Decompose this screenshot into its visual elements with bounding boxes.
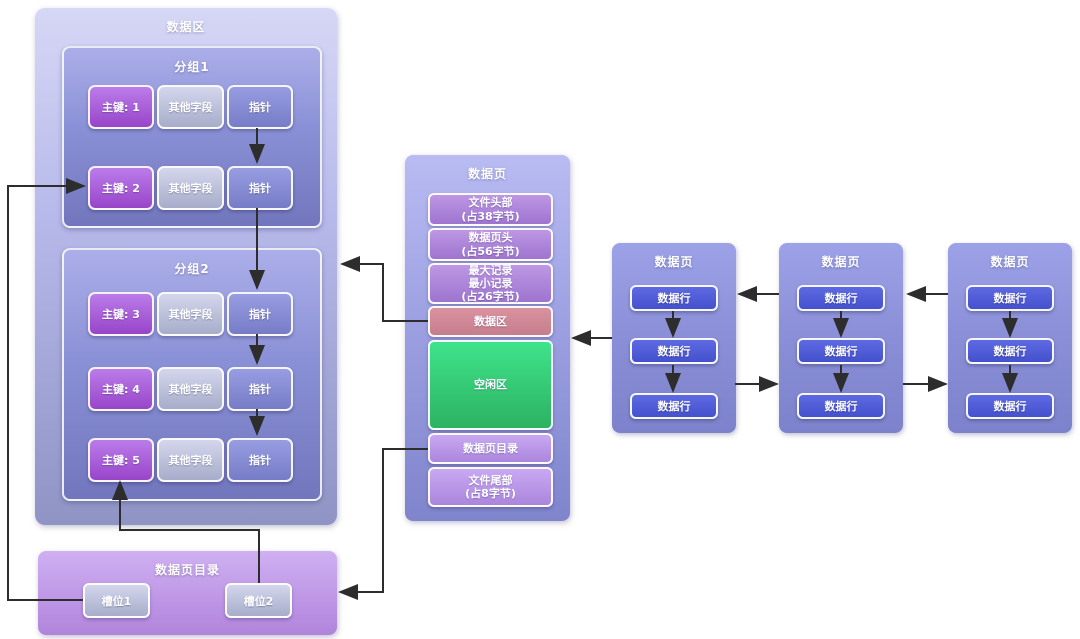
slot-2: 槽位2: [225, 583, 292, 618]
data-row: 数据行: [966, 285, 1054, 311]
record-row: 主键: 1 其他字段 指针: [88, 85, 293, 129]
data-area-title: 数据区: [166, 20, 206, 34]
file-footer-section: 文件尾部 (占8字节): [428, 467, 553, 507]
data-row: 数据行: [966, 393, 1054, 419]
other-fields-cell: 其他字段: [157, 85, 224, 129]
record-row: 主键: 3 其他字段 指针: [88, 292, 293, 336]
group-1-title: 分组1: [174, 60, 210, 74]
linked-page-title: 数据页: [821, 255, 861, 269]
other-fields-cell: 其他字段: [157, 166, 224, 210]
record-row: 主键: 4 其他字段 指针: [88, 367, 293, 411]
min-max-record-section: 最大记录 最小记录 (占26字节): [428, 263, 553, 304]
other-fields-cell: 其他字段: [157, 367, 224, 411]
pointer-cell: 指针: [227, 292, 293, 336]
page-directory-box: 数据页目录 槽位1 槽位2: [38, 551, 337, 635]
linked-data-page-1: 数据页 数据行 数据行 数据行: [612, 243, 736, 433]
linked-page-title: 数据页: [654, 255, 694, 269]
data-row: 数据行: [630, 393, 718, 419]
linked-data-page-2: 数据页 数据行 数据行 数据行: [779, 243, 903, 433]
primary-key-cell: 主键: 3: [88, 292, 154, 336]
linked-data-page-3: 数据页 数据行 数据行 数据行: [948, 243, 1072, 433]
pointer-cell: 指针: [227, 438, 293, 482]
record-row: 主键: 2 其他字段 指针: [88, 166, 293, 210]
primary-key-cell: 主键: 2: [88, 166, 154, 210]
free-space-section: 空闲区: [428, 340, 553, 430]
page-directory-section: 数据页目录: [428, 433, 553, 464]
group-2-title: 分组2: [174, 262, 210, 276]
data-area-box: 数据区 分组1 主键: 1 其他字段 指针 主键: 2 其他字段 指针 分组2 …: [35, 8, 337, 525]
data-row: 数据行: [797, 285, 885, 311]
data-row: 数据行: [630, 338, 718, 364]
linked-page-title: 数据页: [990, 255, 1030, 269]
group-1-box: 分组1 主键: 1 其他字段 指针 主键: 2 其他字段 指针: [62, 46, 322, 228]
primary-key-cell: 主键: 1: [88, 85, 154, 129]
pointer-cell: 指针: [227, 367, 293, 411]
page-directory-title: 数据页目录: [154, 563, 220, 577]
data-area-section: 数据区: [428, 306, 553, 337]
other-fields-cell: 其他字段: [157, 438, 224, 482]
pointer-cell: 指针: [227, 85, 293, 129]
data-page-layout-box: 数据页 文件头部 (占38字节) 数据页头 (占56字节) 最大记录 最小记录 …: [405, 155, 570, 521]
primary-key-cell: 主键: 5: [88, 438, 154, 482]
data-page-layout-title: 数据页: [467, 167, 507, 181]
record-row: 主键: 5 其他字段 指针: [88, 438, 293, 482]
primary-key-cell: 主键: 4: [88, 367, 154, 411]
page-header-section: 数据页头 (占56字节): [428, 228, 553, 261]
data-row: 数据行: [797, 393, 885, 419]
group-2-box: 分组2 主键: 3 其他字段 指针 主键: 4 其他字段 指针 主键: 5 其他…: [62, 248, 322, 501]
slot-1: 槽位1: [83, 583, 150, 618]
data-row: 数据行: [966, 338, 1054, 364]
other-fields-cell: 其他字段: [157, 292, 224, 336]
data-row: 数据行: [797, 338, 885, 364]
file-header-section: 文件头部 (占38字节): [428, 193, 553, 226]
pointer-cell: 指针: [227, 166, 293, 210]
data-row: 数据行: [630, 285, 718, 311]
